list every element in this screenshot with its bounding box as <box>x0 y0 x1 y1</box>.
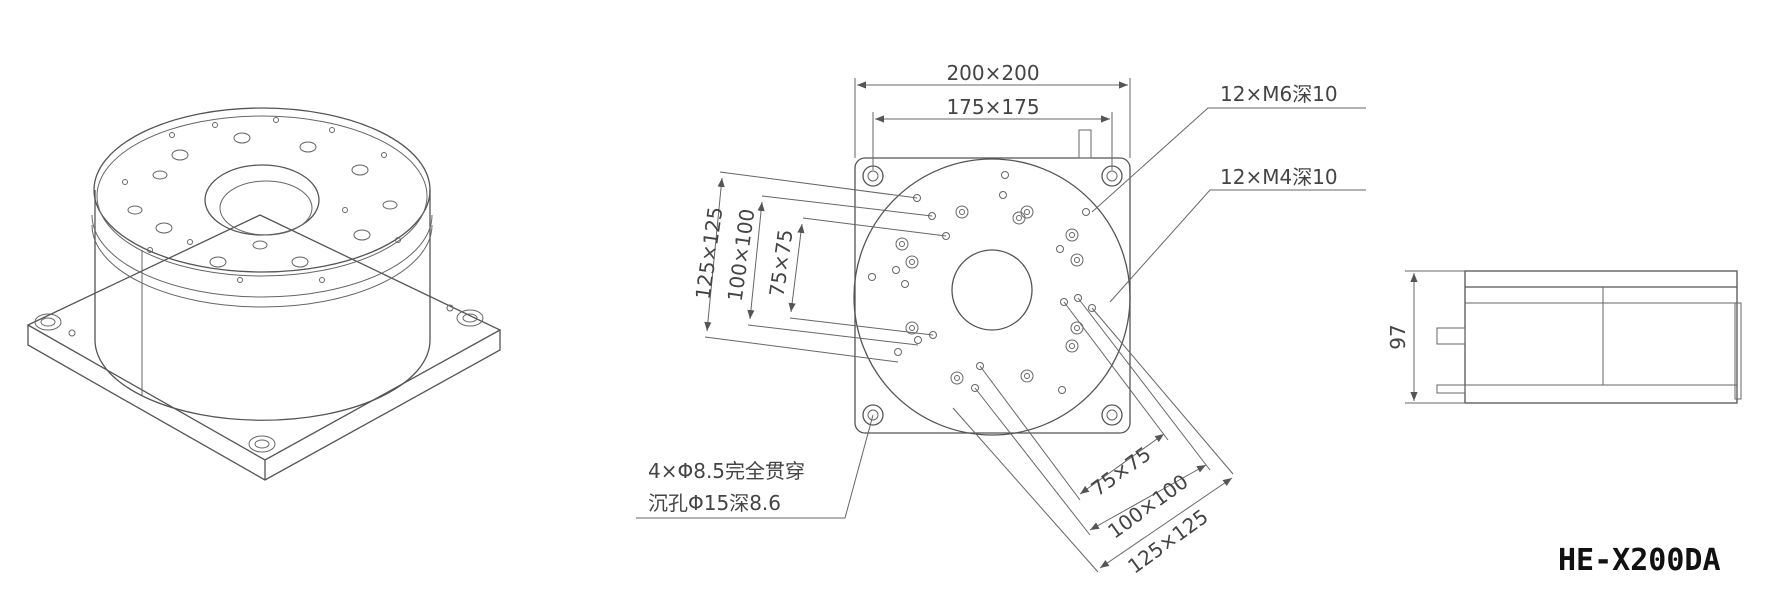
front-round-table <box>853 158 1131 436</box>
left-dimensions: 125×125 100×100 75×75 <box>691 171 947 363</box>
dim-left-75: 75×75 <box>764 228 797 298</box>
callouts: 12×M6深10 12×M4深10 4×Φ8.5完全贯穿 沉孔Φ15深8.6 <box>636 82 1366 519</box>
iso-top-holes <box>122 117 401 283</box>
dim-inner-label: 175×175 <box>946 95 1039 119</box>
hole-note-line1: 4×Φ8.5完全贯穿 <box>648 459 805 483</box>
side-connector <box>1436 327 1466 345</box>
front-center-bore <box>951 249 1033 331</box>
side-view: 97 <box>1386 270 1742 404</box>
dim-left-125: 125×125 <box>691 205 728 301</box>
front-view: 200×200 175×175 125×125 100×100 75×75 75… <box>636 61 1366 578</box>
dim-height-label: 97 <box>1386 324 1410 349</box>
dim-outer-label: 200×200 <box>946 61 1039 85</box>
callout-m4-label: 12×M4深10 <box>1220 165 1338 189</box>
side-body <box>1464 270 1738 404</box>
m4-holes <box>868 171 1096 394</box>
dim-left-100: 100×100 <box>723 207 760 303</box>
hole-note-line2: 沉孔Φ15深8.6 <box>648 491 781 515</box>
model-label: HE-X200DA <box>1558 543 1721 578</box>
iso-cylinder <box>91 107 433 421</box>
front-connector <box>1078 129 1092 159</box>
corner-holes <box>862 165 1123 426</box>
bottom-dimensions: 75×75 100×100 125×125 <box>952 297 1234 578</box>
dim-bottom-75: 75×75 <box>1086 442 1155 501</box>
m6-holes <box>895 205 1084 385</box>
isometric-view <box>26 107 502 481</box>
top-dimensions: 200×200 175×175 <box>854 61 1131 170</box>
callout-m6-label: 12×M6深10 <box>1220 82 1338 106</box>
iso-base-plate <box>26 214 502 481</box>
